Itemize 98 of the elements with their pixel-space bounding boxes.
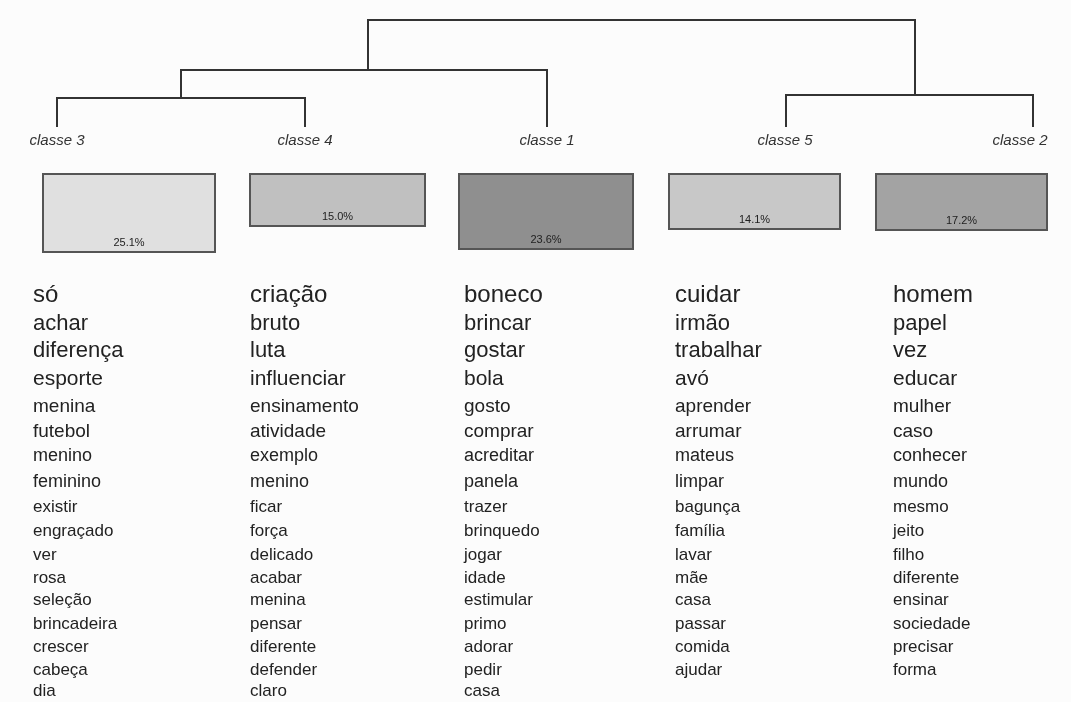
- word-label: pensar: [250, 614, 302, 633]
- word-label: brincadeira: [33, 614, 118, 633]
- word-label: bruto: [250, 311, 301, 335]
- word-label: cuidar: [675, 281, 741, 307]
- percentage-value: 23.6%: [530, 233, 562, 246]
- word-label: casa: [464, 681, 500, 700]
- word-label: trabalhar: [675, 338, 762, 362]
- word-label: caso: [893, 420, 934, 441]
- word-label: aprender: [675, 395, 752, 416]
- word-label: só: [33, 281, 59, 307]
- word-label: atividade: [250, 420, 327, 441]
- word-label: passar: [675, 614, 727, 633]
- class-label: classe 5: [757, 131, 813, 149]
- word-label: bola: [464, 366, 504, 389]
- word-label: comida: [675, 637, 730, 656]
- word-label: ensinar: [893, 590, 949, 609]
- word-label: arrumar: [675, 420, 742, 441]
- word-label: cabeça: [33, 660, 88, 679]
- word-label: panela: [464, 471, 519, 491]
- word-label: filho: [893, 545, 925, 564]
- word-label: existir: [33, 497, 78, 516]
- word-label: boneco: [464, 281, 543, 307]
- word-label: menina: [250, 590, 306, 609]
- class-label: classe 2: [992, 131, 1048, 149]
- class-box: [42, 173, 216, 253]
- word-label: seleção: [33, 590, 92, 609]
- word-label: crescer: [33, 637, 89, 656]
- word-label: menino: [33, 445, 93, 465]
- percentage-value: 17.2%: [945, 214, 978, 227]
- word-label: dia: [33, 681, 56, 700]
- percentage-value: 15.0%: [321, 210, 354, 223]
- word-label: exemplo: [250, 445, 319, 465]
- word-label: ficar: [250, 497, 283, 516]
- word-label: jeito: [893, 521, 925, 540]
- word-label: primo: [464, 614, 507, 633]
- word-label: ensinamento: [250, 395, 359, 416]
- word-label: força: [250, 521, 288, 540]
- word-label: mesmo: [893, 497, 949, 516]
- word-label: jogar: [464, 545, 502, 564]
- percentage-value: 14.1%: [738, 213, 771, 226]
- word-label: achar: [33, 311, 89, 335]
- word-label: menina: [33, 395, 96, 416]
- word-label: rosa: [33, 568, 67, 587]
- word-label: criação: [250, 281, 328, 307]
- word-label: luta: [250, 338, 286, 362]
- word-label: mulher: [893, 395, 952, 416]
- word-label: idade: [464, 568, 506, 587]
- word-label: diferente: [893, 568, 960, 587]
- word-label: gostar: [464, 338, 526, 362]
- word-label: feminino: [33, 471, 102, 491]
- word-label: futebol: [33, 420, 91, 441]
- word-label: pedir: [464, 660, 502, 679]
- word-label: família: [675, 521, 726, 540]
- word-label: delicado: [250, 545, 314, 564]
- class-label: classe 3: [29, 131, 85, 149]
- word-label: sociedade: [893, 614, 971, 633]
- word-label: irmão: [675, 311, 730, 335]
- word-label: precisar: [893, 637, 954, 656]
- word-label: esporte: [33, 366, 104, 389]
- class-box: [458, 173, 634, 250]
- word-label: homem: [893, 281, 974, 307]
- word-label: avó: [675, 366, 709, 389]
- word-label: bagunça: [675, 497, 741, 516]
- word-label: diferença: [33, 338, 124, 362]
- word-label: trazer: [464, 497, 508, 516]
- word-label: influenciar: [250, 366, 346, 389]
- percentage-value: 25.1%: [113, 236, 145, 249]
- word-label: ajudar: [675, 660, 723, 679]
- word-label: conhecer: [893, 445, 968, 465]
- class-box: [249, 173, 426, 227]
- class-label: classe 4: [277, 131, 333, 149]
- class-label: classe 1: [519, 131, 575, 149]
- word-label: mãe: [675, 568, 709, 587]
- word-label: engraçado: [33, 521, 114, 540]
- word-label: lavar: [675, 545, 712, 564]
- word-label: comprar: [464, 420, 534, 441]
- word-label: educar: [893, 366, 958, 389]
- word-label: limpar: [675, 471, 724, 491]
- word-label: diferente: [250, 637, 317, 656]
- word-label: brinquedo: [464, 521, 540, 540]
- word-label: casa: [675, 590, 711, 609]
- word-label: forma: [893, 660, 937, 679]
- word-label: acreditar: [464, 445, 535, 465]
- word-label: adorar: [464, 637, 514, 656]
- word-label: acabar: [250, 568, 302, 587]
- word-label: brincar: [464, 311, 532, 335]
- word-label: claro: [250, 681, 287, 700]
- word-label: estimular: [464, 590, 533, 609]
- class-box: [875, 173, 1048, 231]
- word-label: mundo: [893, 471, 949, 491]
- word-label: ver: [33, 545, 57, 564]
- class-box: [668, 173, 841, 230]
- word-label: papel: [893, 311, 947, 335]
- word-label: gosto: [464, 395, 511, 416]
- word-label: mateus: [675, 445, 735, 465]
- word-label: menino: [250, 471, 310, 491]
- word-label: vez: [893, 338, 928, 362]
- word-label: defender: [250, 660, 318, 679]
